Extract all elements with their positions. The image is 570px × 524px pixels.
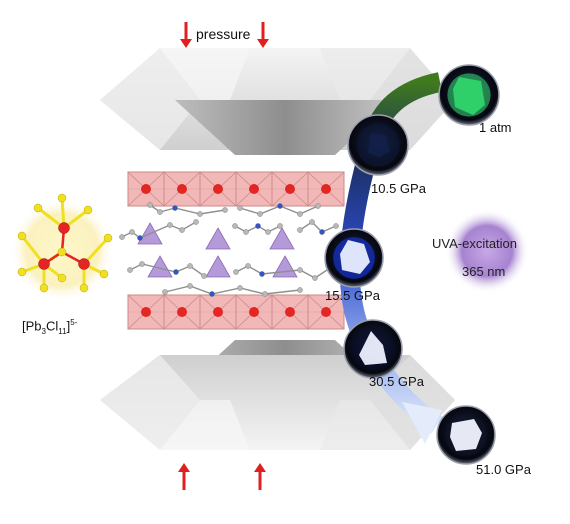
sample-pressure-label: 15.5 GPa — [325, 288, 380, 303]
upper-anvil — [100, 48, 455, 155]
organic-chain — [119, 219, 199, 241]
tetrahedron — [205, 227, 231, 250]
formula-charge: 5- — [70, 318, 78, 327]
organic-chain — [237, 203, 321, 217]
tetrahedron — [205, 255, 231, 278]
chlorine-atom — [17, 267, 27, 277]
crystal — [368, 133, 390, 157]
formula-base: [Pb — [22, 318, 42, 334]
tetrahedron — [269, 227, 295, 250]
pressure-arrow-down — [180, 22, 192, 48]
sample-pressure-label: 1 atm — [479, 120, 512, 135]
sample-pressure-label: 10.5 GPa — [371, 181, 426, 196]
pressure-label: pressure — [196, 26, 251, 42]
crystal — [340, 240, 370, 274]
formula-close: ] — [66, 318, 71, 334]
organic-chain — [127, 261, 207, 279]
sample-photo — [324, 228, 384, 288]
chlorine-atom — [83, 205, 93, 215]
lead-atom — [177, 184, 187, 194]
formula-sub-cl: 11 — [58, 326, 67, 336]
pb3cl11-cluster — [10, 193, 114, 302]
pressure-arrow-up — [178, 463, 190, 490]
lead-atom — [285, 184, 295, 194]
sample-pressure-label: 30.5 GPa — [369, 374, 424, 389]
chlorine-atom — [17, 231, 27, 241]
organic-chain — [147, 202, 228, 217]
lead-atom — [249, 184, 259, 194]
excitation-wavelength-label: 365 nm — [462, 264, 506, 279]
cluster-formula-label: [Pb3Cl11]5- — [22, 318, 77, 336]
chlorine-atom — [79, 283, 89, 293]
uva-excitation-glow — [445, 209, 529, 293]
organic-chain — [297, 219, 339, 235]
lead-atom — [213, 307, 223, 317]
chlorine-atom — [103, 233, 113, 243]
octahedra-bottom-layer — [127, 294, 345, 330]
lead-atom — [58, 222, 70, 234]
chlorine-atom — [57, 193, 67, 203]
octahedra-top-layer — [127, 171, 345, 207]
lead-atom — [141, 184, 151, 194]
lead-atom — [78, 258, 90, 270]
formula-sub-pb: 3 — [41, 326, 46, 336]
sample-photo — [438, 64, 500, 126]
sample-photo — [436, 405, 496, 465]
lead-atom — [285, 307, 295, 317]
sample-pressure-label: 51.0 GPa — [476, 462, 531, 477]
pressure-arrows — [178, 22, 269, 490]
chlorine-atom — [99, 269, 109, 279]
lead-atom — [177, 307, 187, 317]
lead-atom — [321, 184, 331, 194]
sample-photos — [324, 64, 500, 465]
chlorine-atom — [57, 273, 67, 283]
sample-photo — [347, 114, 409, 176]
pressure-arrow-up — [254, 463, 266, 490]
crystal-structure — [119, 160, 345, 338]
lead-atom — [321, 307, 331, 317]
lead-atom — [213, 184, 223, 194]
lead-atom — [249, 307, 259, 317]
lead-atom — [141, 307, 151, 317]
sample-photo — [343, 319, 403, 379]
uva-excitation-label: UVA-excitation — [432, 236, 518, 251]
chlorine-atom — [39, 283, 49, 293]
pressure-path-arrowhead — [402, 402, 442, 444]
organic-cation-layer — [119, 202, 339, 297]
crystal — [453, 77, 485, 115]
organic-chain — [162, 283, 303, 297]
lead-atom — [38, 258, 50, 270]
pressure-arrow-down — [257, 22, 269, 48]
formula-cl: Cl — [45, 318, 59, 334]
crystal — [450, 419, 482, 451]
chlorine-atom — [57, 247, 67, 257]
chlorine-atom — [33, 203, 43, 213]
organic-chain — [232, 223, 283, 235]
crystal — [359, 331, 387, 365]
